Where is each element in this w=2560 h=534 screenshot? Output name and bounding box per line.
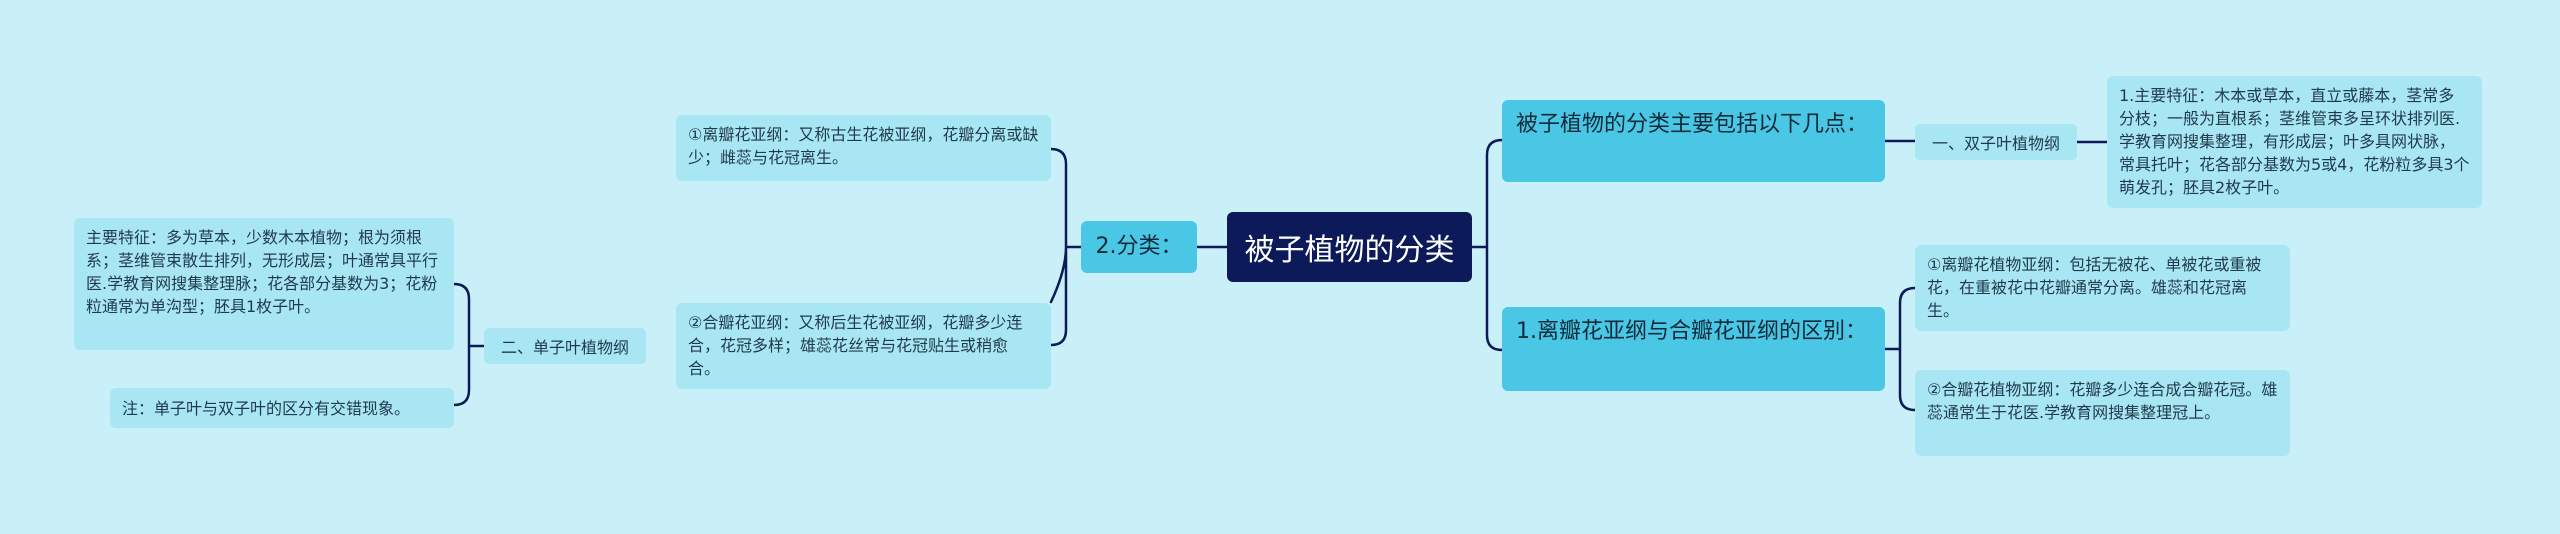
monocot-features-leaf[interactable]: 主要特征：多为草本，少数木本植物；根为须根系；茎维管束散生排列，无形成层；叶通常… [74, 218, 454, 350]
sympetalae-text: ②合瓣花植物亚纲：花瓣多少连合成合瓣花冠。雄蕊通常生于花医.学教育网搜集整理冠上… [1927, 380, 2278, 422]
connector-root-right [1470, 138, 1504, 352]
dicot-features-leaf[interactable]: 1.主要特征：木本或草本，直立或藤本，茎常多分枝；一般为直根系；茎维管束多呈环状… [2107, 76, 2482, 208]
branch-classification[interactable]: 2.分类： [1081, 221, 1197, 273]
branch-main-classification-label: 被子植物的分类主要包括以下几点： [1516, 112, 1869, 137]
metachlamydeae-leaf[interactable]: ②合瓣花亚纲：又称后生花被亚纲，花瓣多少连合，花冠多样；雄蕊花丝常与花冠贴生或稍… [676, 303, 1051, 389]
monocot-note-leaf[interactable]: 注：单子叶与双子叶的区分有交错现象。 [110, 388, 454, 428]
polypetalae-text: ①离瓣花植物亚纲：包括无被花、单被花或重被花，在重被花中花瓣通常分离。雄蕊和花冠… [1927, 255, 2262, 320]
dicot-class-node[interactable]: 一、双子叶植物纲 [1915, 124, 2077, 160]
branch-main-classification[interactable]: 被子植物的分类主要包括以下几点： [1502, 100, 1885, 182]
archichlamydeae-text: ①离瓣花亚纲：又称古生花被亚纲，花瓣分离或缺少；雌蕊与花冠离生。 [688, 125, 1039, 167]
connector-monocot-leaves [452, 282, 486, 407]
root-label: 被子植物的分类 [1244, 233, 1455, 268]
monocot-note-text: 注：单子叶与双子叶的区分有交错现象。 [122, 398, 411, 418]
branch-classification-label: 2.分类： [1095, 234, 1183, 259]
dicot-features-text: 1.主要特征：木本或草本，直立或藤本，茎常多分枝；一般为直根系；茎维管束多呈环状… [2119, 86, 2470, 197]
archichlamydeae-leaf[interactable]: ①离瓣花亚纲：又称古生花被亚纲，花瓣分离或缺少；雌蕊与花冠离生。 [676, 115, 1051, 181]
sympetalae-leaf[interactable]: ②合瓣花植物亚纲：花瓣多少连合成合瓣花冠。雄蕊通常生于花医.学教育网搜集整理冠上… [1915, 370, 2290, 456]
root-node[interactable]: 被子植物的分类 [1227, 212, 1472, 282]
branch-subclass-difference[interactable]: 1.离瓣花亚纲与合瓣花亚纲的区别： [1502, 307, 1885, 391]
monocot-features-text: 主要特征：多为草本，少数木本植物；根为须根系；茎维管束散生排列，无形成层；叶通常… [86, 228, 439, 316]
dicot-class-label: 一、双子叶植物纲 [1931, 134, 2060, 153]
connector-branch2-leaves [1883, 286, 1917, 412]
branch-subclass-difference-label: 1.离瓣花亚纲与合瓣花亚纲的区别： [1516, 319, 1867, 344]
metachlamydeae-text: ②合瓣花亚纲：又称后生花被亚纲，花瓣多少连合，花冠多样；雄蕊花丝常与花冠贴生或稍… [688, 313, 1023, 378]
monocot-class-label: 二、单子叶植物纲 [500, 338, 629, 357]
connector-left-branch [1049, 147, 1083, 347]
monocot-class-node[interactable]: 二、单子叶植物纲 [484, 328, 646, 364]
polypetalae-leaf[interactable]: ①离瓣花植物亚纲：包括无被花、单被花或重被花，在重被花中花瓣通常分离。雄蕊和花冠… [1915, 245, 2290, 331]
